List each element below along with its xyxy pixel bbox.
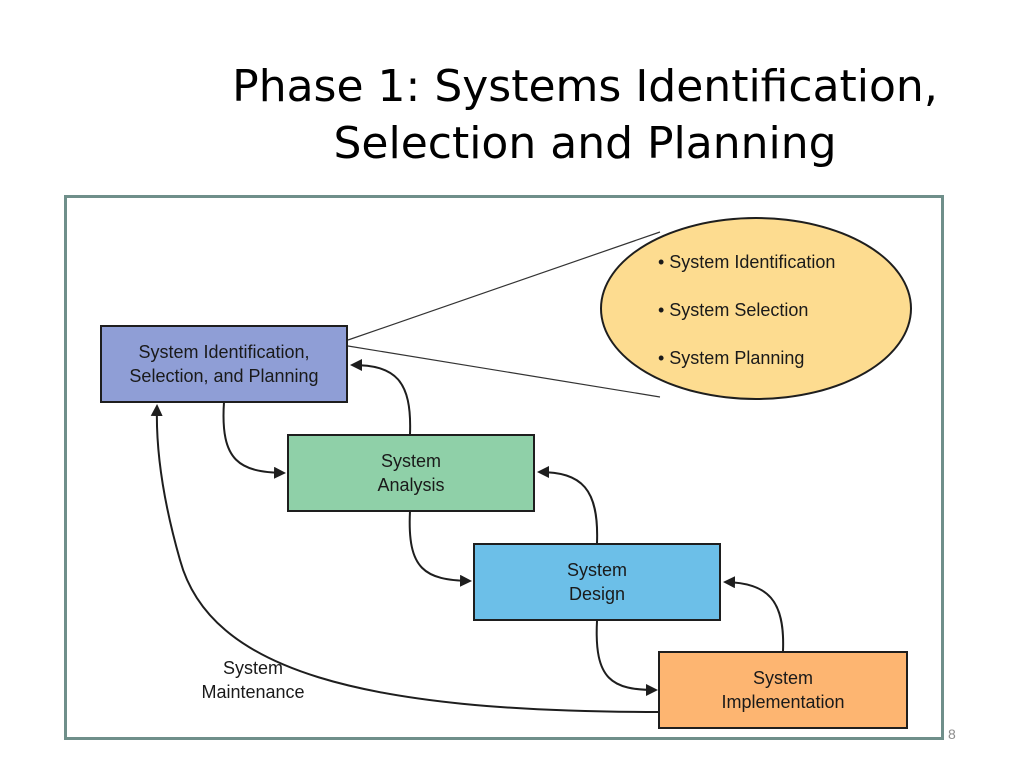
phase-detail-bubble — [600, 217, 912, 400]
arrow-planning-to-analysis — [222, 401, 286, 479]
slide-title-line-1: Phase 1: Systems Identification, — [232, 61, 938, 112]
arrow-design-to-implementation — [595, 620, 658, 696]
phase-label-analysis-line-1: System — [380, 451, 441, 471]
phase-box-analysis: System Analysis — [287, 434, 535, 512]
callout-line-upper — [347, 231, 661, 341]
arrow-design-to-analysis — [537, 466, 599, 544]
detail-item-planning: • System Planning — [658, 348, 805, 368]
slide-title: Phase 1: Systems Identification, Selecti… — [170, 58, 1000, 172]
phase-box-design: System Design — [473, 543, 721, 621]
phase-detail-list: • System Identification • System Selecti… — [658, 250, 835, 394]
slide-title-line-2: Selection and Planning — [333, 118, 837, 169]
maintenance-label: System Maintenance — [183, 656, 323, 704]
arrow-implementation-to-design — [723, 576, 785, 652]
phase-label-design-line-2: Design — [568, 584, 626, 604]
phase-box-planning: System Identification, Selection, and Pl… — [100, 325, 348, 403]
phase-box-implementation: System Implementation — [658, 651, 908, 729]
phase-label-analysis-line-2: Analysis — [377, 475, 445, 495]
phase-label-planning-line-1: System Identification, — [138, 342, 310, 362]
arrow-analysis-to-design — [408, 510, 472, 587]
phase-label-implementation-line-1: System — [752, 668, 813, 688]
phase-label-design-line-1: System — [566, 560, 627, 580]
phase-label-implementation-line-2: Implementation — [721, 692, 845, 712]
arrow-analysis-to-planning — [350, 359, 412, 435]
detail-item-selection: • System Selection — [658, 300, 809, 320]
maintenance-label-line-1: System — [222, 658, 283, 678]
arrow-maintenance-loop — [150, 404, 659, 713]
detail-item-identification: • System Identification — [658, 252, 836, 272]
page-number: 8 — [948, 726, 956, 742]
maintenance-label-line-2: Maintenance — [201, 682, 305, 702]
callout-line-lower — [347, 345, 661, 398]
phase-label-planning-line-2: Selection, and Planning — [129, 366, 319, 386]
